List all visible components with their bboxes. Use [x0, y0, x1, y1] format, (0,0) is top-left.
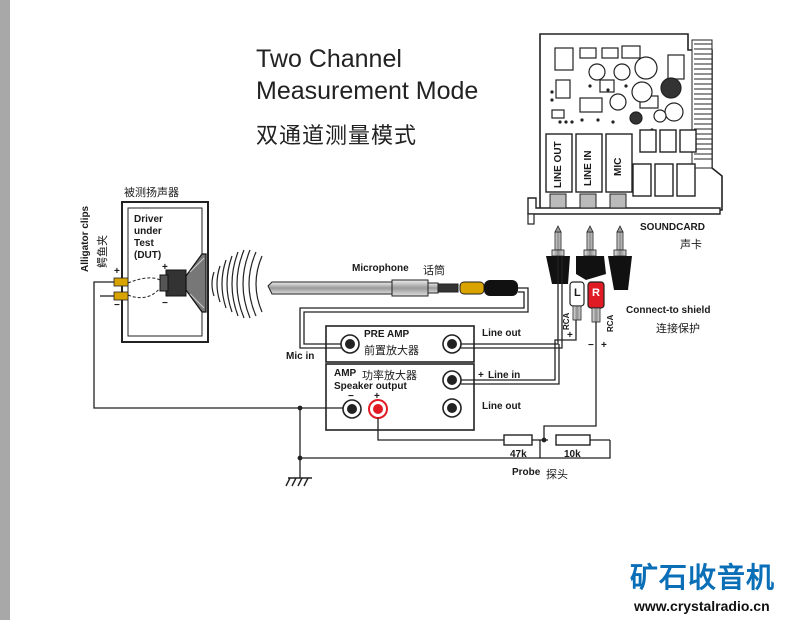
preamp-line-out-label: Line out: [482, 328, 521, 339]
dut-label-4: (DUT): [134, 250, 162, 261]
rca-minus-sign: −: [588, 340, 594, 351]
left-edge-bar: [0, 0, 10, 620]
preamp-line-out-jack: [442, 334, 462, 354]
title-chinese: 双通道测量模式: [256, 124, 418, 149]
amp-chinese: 功率放大器: [362, 369, 417, 382]
jack-plug-line-in: [583, 225, 597, 257]
amp-line-in-label: Line in: [488, 370, 521, 381]
line-in-plus-sign: +: [478, 370, 484, 381]
dut-label-3: Test: [134, 238, 154, 249]
dut-plus-sign: +: [114, 266, 120, 277]
title-line-1: Two Channel: [256, 45, 402, 73]
rca-left-label: L: [574, 287, 581, 299]
dut-label-1: Driver: [134, 214, 163, 225]
speaker-driver: [159, 253, 207, 313]
dut-minus-sign: −: [114, 300, 120, 311]
port-line-in-label: LINE IN: [583, 150, 594, 186]
soundcard-chinese: 声卡: [680, 238, 702, 251]
port-mic-label: MIC: [613, 157, 624, 176]
amp-speaker-minus-terminal: [342, 399, 362, 419]
shield-chinese: 连接保护: [656, 322, 700, 335]
rca-plus-sign: +: [567, 330, 573, 341]
microphone: [267, 279, 518, 297]
resistor-47k-label: 47k: [510, 449, 527, 460]
ground-symbol: [285, 477, 312, 487]
dut-chinese-label: 被测扬声器: [124, 186, 179, 199]
soundcard-board: [527, 33, 723, 225]
microphone-chinese: 话筒: [423, 264, 445, 277]
resistor-47k: [503, 434, 533, 446]
speaker-wires: [127, 277, 161, 299]
amp-speaker-output-label: Speaker output: [334, 381, 407, 392]
jack-plug-mic: [613, 225, 627, 257]
probe-label: Probe: [512, 467, 541, 478]
port-line-out-label: LINE OUT: [553, 141, 564, 188]
soundcard-port-blocks: [545, 129, 697, 197]
soundcard-bracket: [527, 193, 721, 225]
jack-plug-line-out: [551, 225, 565, 257]
board-components: [551, 45, 685, 125]
rca-y-splitter: [546, 256, 632, 323]
preamp-chinese: 前置放大器: [364, 344, 419, 357]
brand-url: www.crystalradio.cn: [634, 598, 770, 614]
preamp-mic-in-label: Mic in: [286, 351, 315, 362]
amp-line-out-label: Line out: [482, 401, 521, 412]
rca-tag-right: RCA: [606, 314, 615, 332]
amp-speaker-plus-terminal: [368, 399, 388, 419]
microphone-label: Microphone: [352, 263, 409, 274]
amp-minus-sign: −: [348, 391, 354, 402]
edge-connector: [691, 39, 713, 169]
amp-line-in-jack: [442, 370, 462, 390]
driver-plus-sign: +: [162, 262, 168, 273]
brand-logo-text: 矿石收音机: [630, 561, 776, 594]
alligator-clips-chinese: 鳄鱼夹: [96, 235, 109, 268]
rca-plus-sign-2: +: [601, 340, 607, 351]
rca-right-label: R: [592, 287, 600, 299]
sound-waves: [211, 249, 263, 319]
shield-label: Connect-to shield: [626, 305, 711, 316]
resistor-10k: [555, 434, 591, 446]
wire-junctions: [297, 405, 547, 461]
dut-label-2: under: [134, 226, 162, 237]
amp-line-out-jack: [442, 398, 462, 418]
rca-tag-left: RCA: [562, 312, 571, 330]
soundcard-label: SOUNDCARD: [640, 222, 705, 233]
alligator-clips-label: Alligator clips: [80, 205, 91, 272]
probe-chinese: 探头: [546, 468, 568, 481]
preamp-mic-in-jack: [340, 334, 360, 354]
driver-minus-sign: −: [162, 298, 168, 309]
resistor-10k-label: 10k: [564, 449, 581, 460]
amp-plus-sign: +: [374, 391, 380, 402]
amp-label: AMP: [334, 368, 357, 379]
title-line-2: Measurement Mode: [256, 77, 479, 105]
preamp-label: PRE AMP: [364, 329, 410, 340]
circuit-wires: [93, 256, 611, 478]
